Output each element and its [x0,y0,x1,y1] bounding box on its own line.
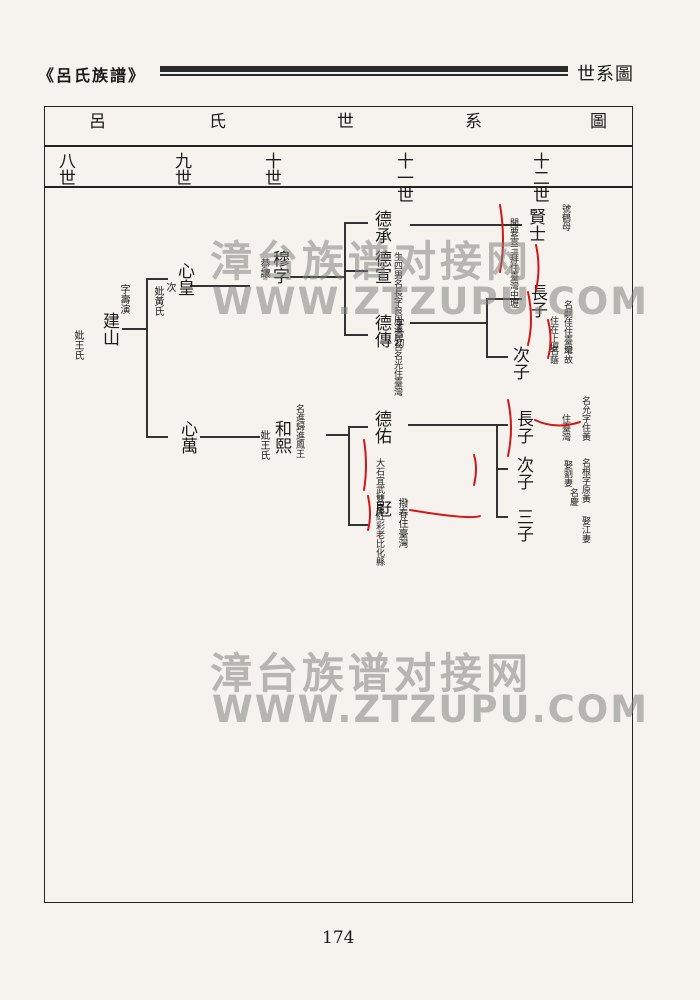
connector [486,298,488,356]
person-name-dechuan: 德傳 [371,314,391,348]
connector [486,356,508,358]
person-note: 名根字原黃 [580,458,590,503]
connector [344,222,368,224]
connector [408,424,496,426]
person-note: 恭讓 [258,258,269,278]
person-name-changzi1: 長子 [527,284,547,318]
red-mark [499,204,504,273]
connector [496,516,508,518]
connector [122,328,146,330]
person-name-xinhuang: 心皇 [174,262,194,296]
red-mark [527,291,532,346]
person-note: 撥春住臺灣 [396,498,407,548]
person-note: 娶江妻 [580,516,590,543]
person-name-sanzi: 三子 [513,508,533,542]
connector [496,424,498,516]
table-title-char: 系 [461,112,481,129]
person-note: 名嗣佳住臺灣 [562,300,572,354]
person-note: 字合初 [392,318,403,348]
person-note: 妣王氏 [72,330,83,360]
person-name-mu: 穆字 [269,250,289,284]
person-note: 名允字住黃 [580,396,590,441]
person-note: 娶劉妻 [562,460,572,487]
person-note: 住在上壢 [548,316,558,352]
connector [200,436,260,438]
red-mark [363,439,367,491]
person-note: 名慶 [568,488,578,506]
connector [496,468,508,470]
person-name-decheng: 德承 [371,210,391,244]
person-name-hexi: 和熙 [271,420,291,454]
person-name-cizi1: 次子 [509,346,529,380]
connector [496,424,508,426]
table-title-char: 氏 [205,112,225,129]
red-mark [535,244,540,291]
person-note: 住臺灣 [560,414,570,441]
connector [348,426,350,524]
watermark-cn: 漳台族谱对接网 [210,237,533,286]
person-name-xianshi: 賢士 [525,208,545,242]
connector [344,270,368,272]
person-note: 名進歸進鳳王 [294,404,304,458]
book-title: 《呂氏族譜》 [38,66,147,85]
person-name-jianshan: 建山 [99,312,119,346]
person-note: 妣王氏 [258,430,269,460]
connector [348,426,368,428]
person-note: 次 [164,282,175,292]
connector [410,224,522,226]
connector [290,276,344,278]
person-name-dexuan: 德宣 [371,250,391,284]
generation-label: 九世 [171,152,191,186]
connector [146,278,168,280]
connector [486,298,522,300]
connector [146,278,148,436]
title-row-divider [44,145,633,147]
person-note: 聞要雲三拜住臺灣中壢 [508,218,518,308]
red-mark [367,495,371,531]
generation-label: 十二世 [529,152,549,203]
red-mark [473,454,477,486]
table-title-char: 圖 [586,112,606,129]
person-name-cizi2: 次子 [513,456,533,490]
red-mark [534,419,581,427]
generation-label: 十一世 [393,152,413,203]
connector [190,285,250,287]
genealogy-table-frame [44,106,633,903]
person-note: 早故 [562,346,572,364]
section-title: 世系圖 [577,64,634,85]
connector [326,434,348,436]
connector [348,524,368,526]
connector [344,222,346,334]
person-note: 字壽演 [118,284,129,314]
generation-label: 十世 [261,152,281,186]
red-mark [547,319,552,359]
watermark-cn: 漳台族谱对接网 [210,649,533,698]
connector [146,436,168,438]
person-note: 號鶴母 [560,204,570,231]
watermark-url: WWW.ZTZUPU.COM [212,688,650,731]
person-note: 名蔭 [548,346,558,364]
person-note: 妣黃氏 [152,286,163,316]
header-rule-thin [160,74,568,76]
generation-label: 八世 [55,152,75,186]
red-mark [409,509,481,519]
person-name-deyou: 德佑 [371,410,391,444]
person-note: 生四男名長字良周遷居台名光住臺灣 [392,252,402,396]
table-title-char: 呂 [85,112,105,129]
watermark-url: WWW.ZTZUPU.COM [212,280,650,323]
person-name-de-bottom: 屘 [371,500,391,517]
connector [344,334,368,336]
page-number: 174 [322,928,355,948]
header-rule-thick [160,66,568,72]
person-name-changzi2: 長子 [513,410,533,444]
connector [410,322,486,324]
table-title-char: 世 [333,112,353,129]
red-mark [507,399,512,457]
person-name-xinwan: 心萬 [177,420,197,454]
generation-row-divider [44,186,633,188]
